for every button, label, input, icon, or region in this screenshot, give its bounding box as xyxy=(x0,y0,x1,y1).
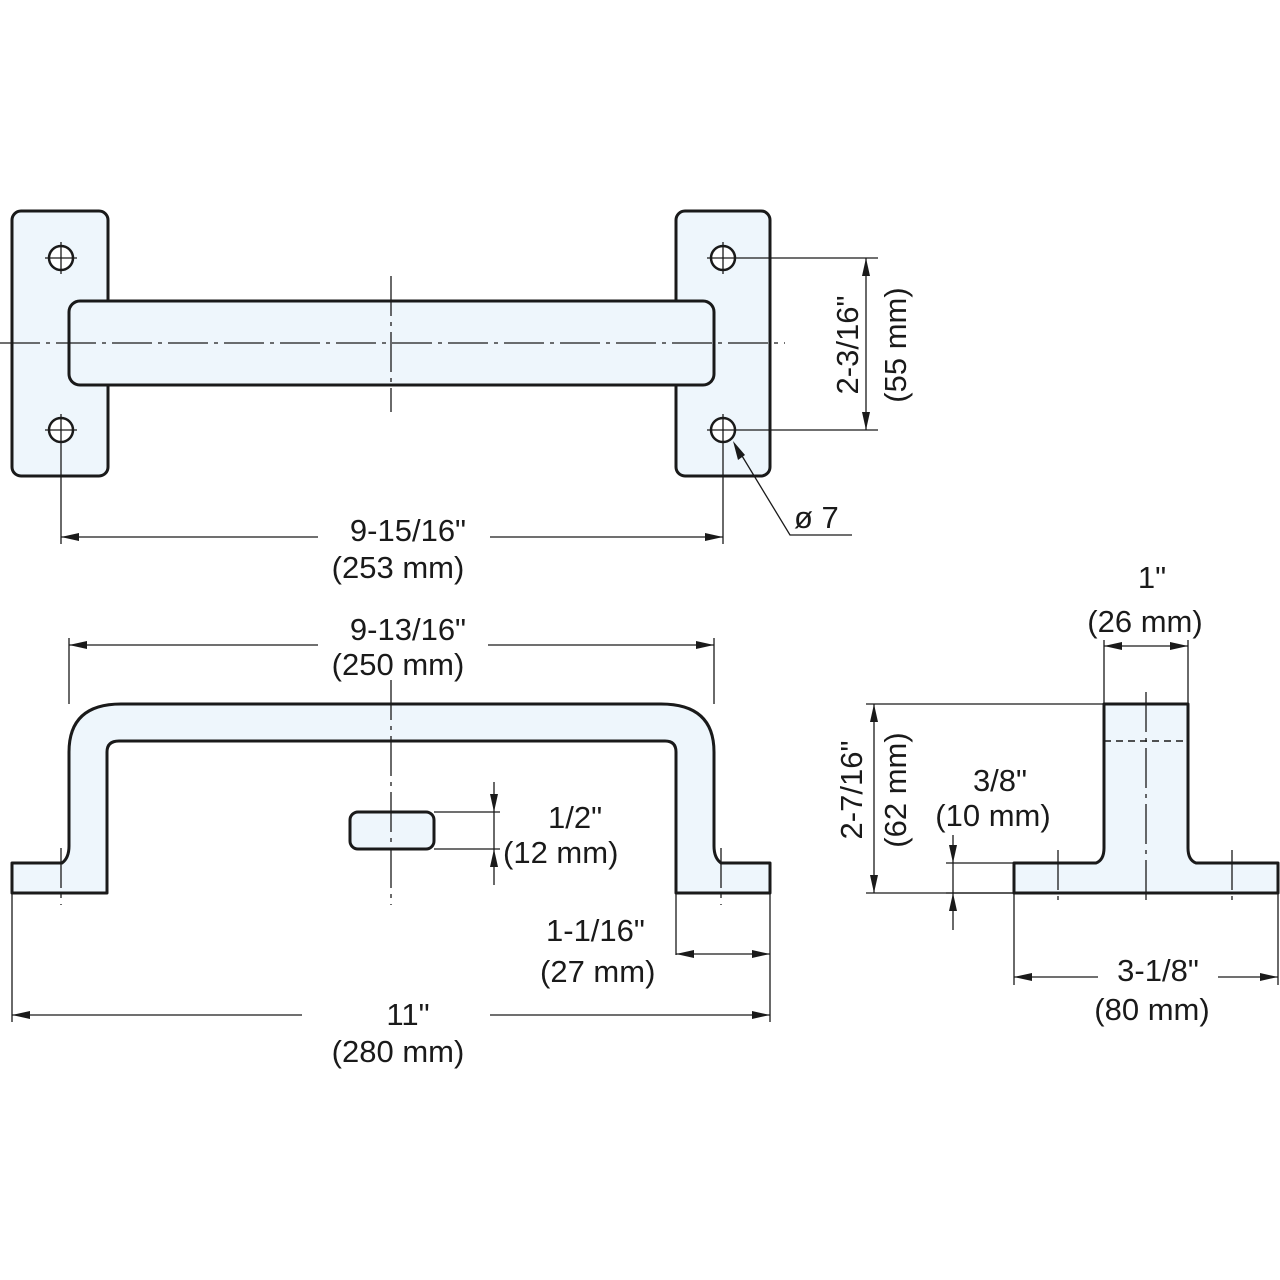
bar-thickness-mm: (12 mm) xyxy=(503,835,618,870)
base-width-inch: 3-1/8" xyxy=(1117,953,1199,988)
base-thickness-inch: 3/8" xyxy=(973,763,1027,798)
hole-diameter-label: ø 7 xyxy=(794,500,839,535)
overall-length-inch: 11" xyxy=(386,997,429,1032)
hole-spacing-width-inch: 9-15/16" xyxy=(350,513,466,548)
hole-spacing-height-inch: 2-3/16" xyxy=(830,296,865,395)
inner-width-inch: 9-13/16" xyxy=(350,612,466,647)
foot-length-inch: 1-1/16" xyxy=(546,913,645,948)
overall-height-inch: 2-7/16" xyxy=(834,741,869,840)
hole-spacing-height-mm: (55 mm) xyxy=(878,287,913,402)
bar-width-mm: (26 mm) xyxy=(1087,604,1202,639)
grip-section xyxy=(348,810,436,851)
foot-length-mm: (27 mm) xyxy=(540,954,655,989)
front-view: 9-13/16" (250 mm) 1/2" (12 mm) 1-1/16" (… xyxy=(10,612,772,1069)
handle-profile xyxy=(10,702,772,895)
top-view: 9-15/16" (253 mm) 2-3/16" (55 mm) ø 7 xyxy=(0,209,913,585)
base-width-mm: (80 mm) xyxy=(1094,992,1209,1027)
side-profile xyxy=(1012,702,1280,895)
overall-height-mm: (62 mm) xyxy=(878,732,913,847)
mounting-holes xyxy=(45,242,739,446)
overall-length-mm: (280 mm) xyxy=(332,1034,465,1069)
bar-thickness-inch: 1/2" xyxy=(548,800,602,835)
hole-spacing-width-mm: (253 mm) xyxy=(332,550,465,585)
base-thickness-mm: (10 mm) xyxy=(935,798,1050,833)
side-view: 1" (26 mm) 2-7/16" (62 mm) 3/8" (10 mm) … xyxy=(834,560,1280,1027)
inner-width-mm: (250 mm) xyxy=(332,647,465,682)
bar-width-inch: 1" xyxy=(1138,560,1166,595)
